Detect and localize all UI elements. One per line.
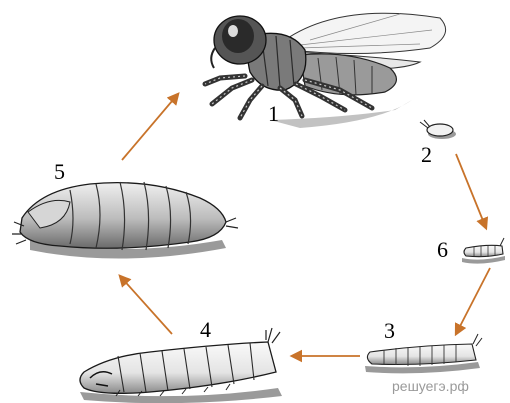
stage-number-egg: 2 [421,144,432,166]
larva-medium [365,334,482,373]
stage-number-larva-medium: 3 [384,320,395,342]
stage-number-pupa: 5 [54,161,65,183]
stage-number-larva-large: 4 [200,319,211,341]
egg [420,120,456,139]
arrow-pupa-to-adult [122,94,178,160]
larva-large [80,328,282,403]
arrow-larva-small-to-larva-medium [456,268,490,334]
arrow-larva-large-to-pupa [120,276,172,334]
pupa [12,182,238,259]
larva-small [462,238,505,264]
stage-number-larva-small: 6 [437,239,448,261]
adult-fly [205,13,446,128]
arrow-egg-to-larva-small [456,154,486,228]
stage-number-adult: 1 [268,103,279,125]
site-watermark: решуегэ.рф [392,378,469,394]
